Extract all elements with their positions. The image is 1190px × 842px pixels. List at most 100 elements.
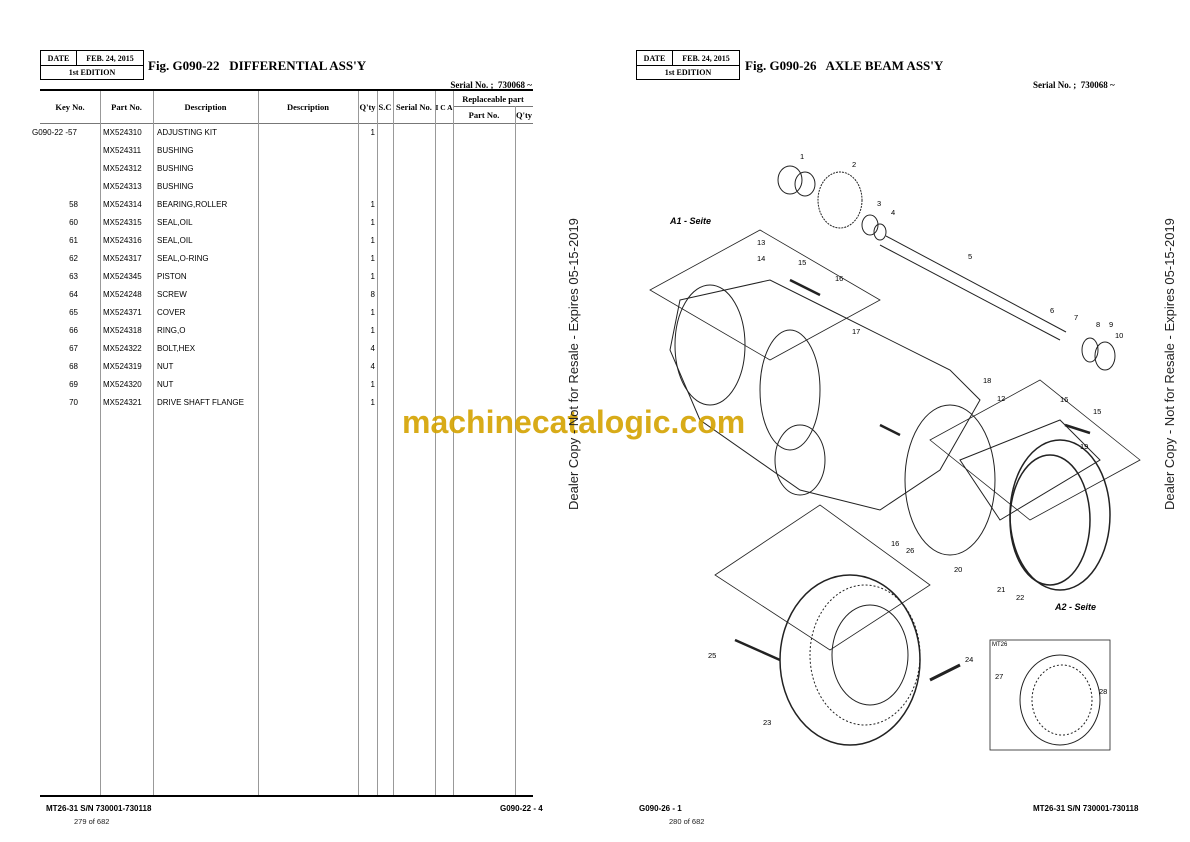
cell-key-no: 64 xyxy=(69,290,78,299)
parts-table: Key No. Part No. Description Description… xyxy=(32,91,533,797)
cell-description: BUSHING xyxy=(157,182,194,191)
cell-description: BEARING,ROLLER xyxy=(157,200,228,209)
dealer-notice-left: Dealer Copy - Not for Resale - Expires 0… xyxy=(566,218,581,510)
cell-key-no: 58 xyxy=(69,200,78,209)
callout-number: 12 xyxy=(997,394,1006,403)
cell-part-no: MX524322 xyxy=(103,344,142,353)
a2-side-label: A2 - Seite xyxy=(1055,602,1097,612)
callout-number: 22 xyxy=(1016,593,1025,602)
cell-part-no: MX524313 xyxy=(103,182,142,191)
footer-model-right: MT26-31 S/N 730001-730118 xyxy=(1033,804,1139,813)
cell-description: NUT xyxy=(157,380,174,389)
header-ica: I C A xyxy=(435,102,453,112)
header-key-no: Key No. xyxy=(55,102,85,112)
cell-description: SEAL,O-RING xyxy=(157,254,209,263)
a1-side-label: A1 - Seite xyxy=(670,216,712,226)
cell-description: PISTON xyxy=(157,272,187,281)
cell-part-no: MX524320 xyxy=(103,380,142,389)
cell-description: SCREW xyxy=(157,290,187,299)
cell-qty: 1 xyxy=(370,326,375,335)
header-replaceable-part: Replaceable part xyxy=(462,93,524,104)
callout-number: 8 xyxy=(1096,320,1101,329)
cell-key-no: 61 xyxy=(69,236,78,245)
footer-fig: G090-22 - 4 xyxy=(500,804,543,813)
callout-number: 23 xyxy=(763,718,772,727)
cell-qty: 4 xyxy=(370,344,375,353)
serial-number-right: Serial No. ; 730068 ~ xyxy=(1033,80,1115,90)
cell-description: BUSHING xyxy=(157,164,194,173)
cell-qty: 1 xyxy=(370,200,375,209)
callout-number: 26 xyxy=(906,546,915,555)
callout-number: 15 xyxy=(1093,407,1102,416)
callout-number: 15 xyxy=(798,258,807,267)
callout-number: 16 xyxy=(891,539,900,548)
page-title-right: Fig. G090-26 AXLE BEAM ASS'Y xyxy=(745,58,944,73)
date-label: DATE xyxy=(637,51,673,65)
date-value: FEB. 24, 2015 xyxy=(86,53,134,63)
cell-description: RING,O xyxy=(157,326,186,335)
callout-number: 1 xyxy=(800,152,805,161)
callout-number: 21 xyxy=(997,585,1006,594)
cell-qty: 8 xyxy=(370,290,375,299)
callout-number: 25 xyxy=(708,651,717,660)
callout-number: 28 xyxy=(1099,687,1108,696)
cell-part-no: MX524311 xyxy=(103,146,142,155)
callout-number: 9 xyxy=(1109,320,1114,329)
cell-part-no: MX524314 xyxy=(103,200,142,209)
callout-number: 4 xyxy=(891,208,896,217)
table-top-rule xyxy=(40,89,533,91)
callout-number: 16 xyxy=(835,274,844,283)
header-description: Description xyxy=(184,102,227,112)
date-label: DATE xyxy=(41,51,77,65)
cell-description: DRIVE SHAFT FLANGE xyxy=(157,398,244,407)
footer-model: MT26-31 S/N 730001-730118 xyxy=(46,804,152,813)
cell-qty: 1 xyxy=(370,272,375,281)
date-value: FEB. 24, 2015 xyxy=(682,53,730,63)
callout-number: 18 xyxy=(983,376,992,385)
cell-qty: 1 xyxy=(370,380,375,389)
cell-part-no: MX524310 xyxy=(103,128,142,137)
cell-qty: 1 xyxy=(370,218,375,227)
callout-number: 5 xyxy=(968,252,973,261)
cell-key-no: 66 xyxy=(69,326,78,335)
callout-number: 16 xyxy=(1060,395,1069,404)
callout-number: 27 xyxy=(995,672,1004,681)
cell-description: BOLT,HEX xyxy=(157,344,196,353)
edition: 1st EDITION xyxy=(68,68,116,77)
cell-qty: 4 xyxy=(370,362,375,371)
cell-part-no: MX524318 xyxy=(103,326,142,335)
cell-description: ADJUSTING KIT xyxy=(157,128,218,137)
cell-description: NUT xyxy=(157,362,174,371)
cell-description: SEAL,OIL xyxy=(157,236,193,245)
cell-key-no: G090-22 -57 xyxy=(32,128,77,137)
date-box: DATE FEB. 24, 2015 1st EDITION xyxy=(40,50,144,80)
cell-description: COVER xyxy=(157,308,186,317)
header-qty: Q'ty xyxy=(359,102,376,112)
serial-number: Serial No. ; 730068 ~ xyxy=(450,80,532,90)
cell-part-no: MX524321 xyxy=(103,398,142,407)
header-rp-part-no: Part No. xyxy=(468,109,500,120)
cell-part-no: MX524312 xyxy=(103,164,142,173)
cell-key-no: 65 xyxy=(69,308,78,317)
cell-part-no: MX524316 xyxy=(103,236,142,245)
cell-key-no: 69 xyxy=(69,380,78,389)
cell-key-no: 67 xyxy=(69,344,78,353)
watermark: machinecatalogic.com xyxy=(402,404,746,440)
cell-part-no: MX524317 xyxy=(103,254,142,263)
header-serial-no: Serial No. xyxy=(396,102,432,112)
header-description-2: Description xyxy=(286,102,330,112)
cell-qty: 1 xyxy=(370,308,375,317)
callout-number: 17 xyxy=(852,327,861,336)
dealer-notice-right: Dealer Copy - Not for Resale - Expires 0… xyxy=(1162,218,1177,510)
inset-label: MT26 xyxy=(992,642,1008,648)
cell-part-no: MX524345 xyxy=(103,272,142,281)
callout-number: 20 xyxy=(954,565,963,574)
callout-number: 7 xyxy=(1074,313,1079,322)
callout-number: 24 xyxy=(965,655,974,664)
page-number: 279 of 682 xyxy=(74,817,110,826)
callout-number: 6 xyxy=(1050,306,1055,315)
cell-part-no: MX524315 xyxy=(103,218,142,227)
cell-part-no: MX524371 xyxy=(103,308,142,317)
